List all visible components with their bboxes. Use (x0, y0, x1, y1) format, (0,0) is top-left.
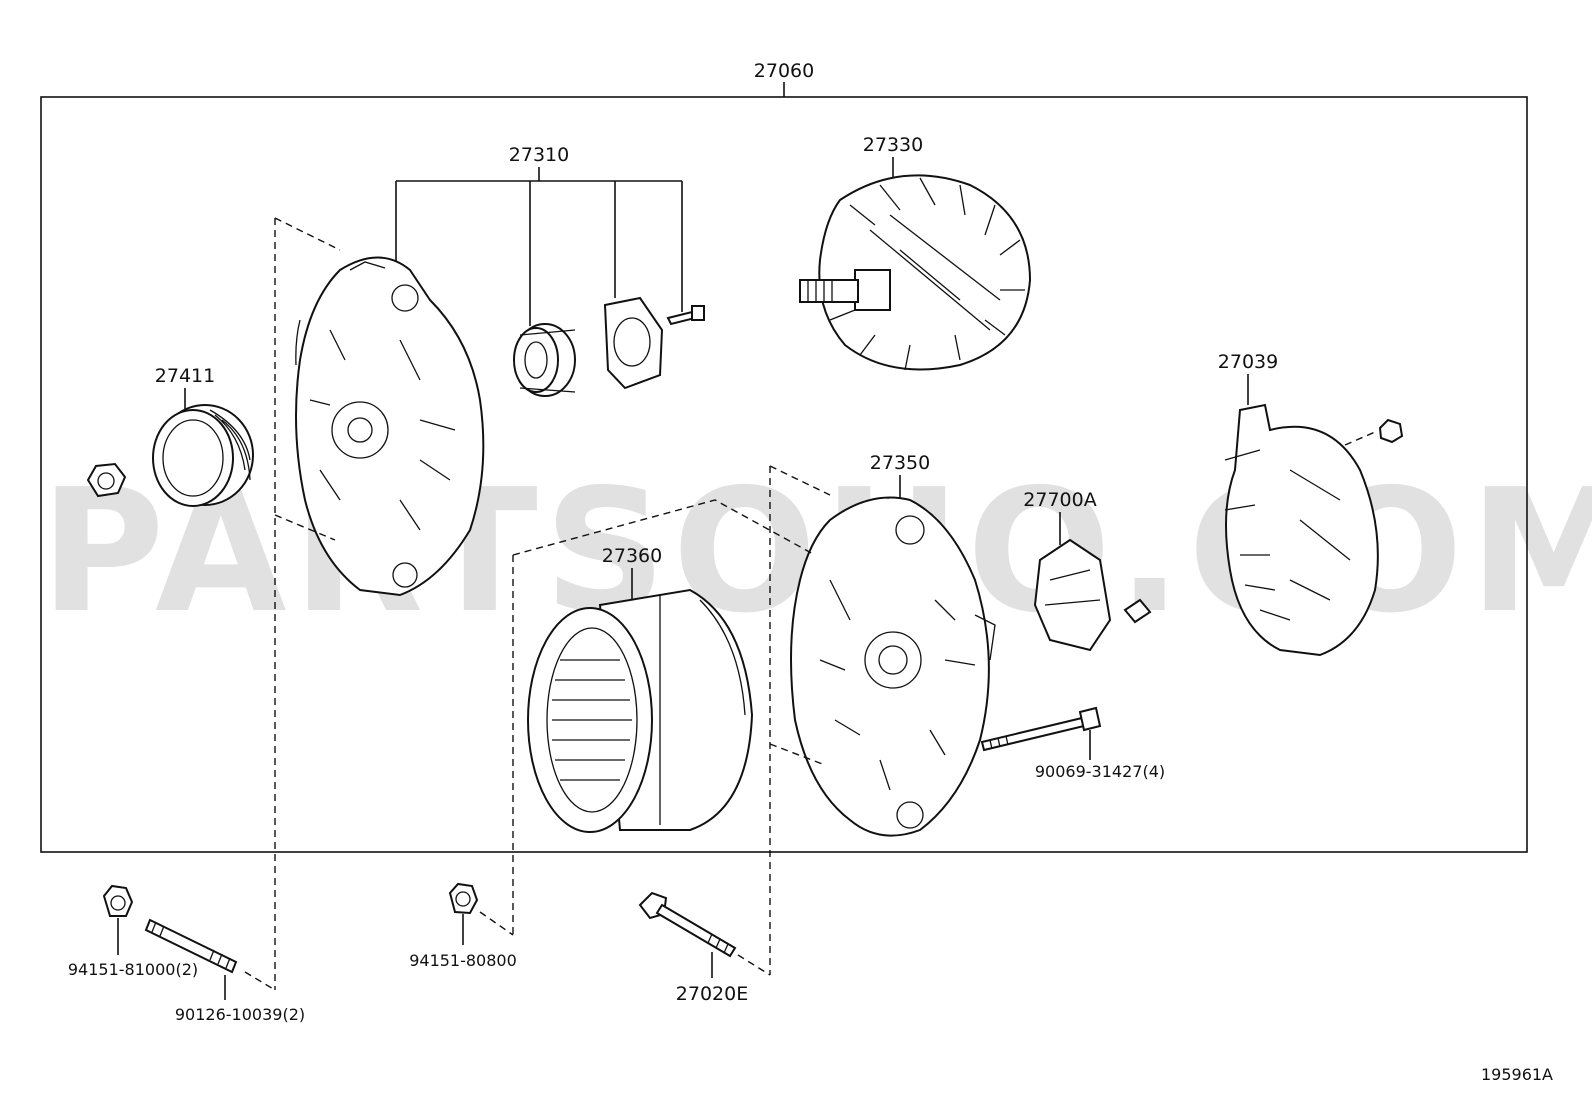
dash-stud (244, 971, 276, 991)
dash-terminal-bolt (737, 954, 771, 976)
dash-stator (512, 499, 816, 935)
label-27350[interactable]: 27350 (870, 452, 930, 474)
dash-rear-nut (1344, 431, 1376, 446)
bearing-retainer[interactable] (603, 296, 664, 390)
callout-rear-cover[interactable]: 27039 (1218, 351, 1278, 405)
rotor[interactable] (799, 174, 1032, 371)
stud[interactable] (144, 918, 238, 974)
brush-holder[interactable] (1033, 538, 1112, 652)
rear-cover-nut[interactable] (1378, 418, 1404, 444)
label-90069-31427[interactable]: 90069-31427(4) (1035, 762, 1165, 781)
dash-bracket (274, 217, 341, 990)
callout-stud[interactable]: 90126-10039(2) (175, 975, 305, 1024)
callout-brush-holder[interactable]: 27700A (1023, 489, 1097, 545)
label-27360[interactable]: 27360 (602, 545, 662, 567)
callout-through-bolt[interactable]: 90069-31427(4) (1035, 730, 1165, 781)
callout-bracket-drive-end[interactable]: 27310 (395, 144, 683, 326)
dash-end-frame (769, 465, 831, 975)
assembly-label[interactable]: 27060 (754, 60, 814, 82)
pulley[interactable] (152, 404, 254, 507)
pulley-nut[interactable] (86, 462, 127, 498)
terminal-bolt[interactable] (638, 891, 737, 958)
callout-stator[interactable]: 27360 (602, 545, 662, 600)
label-94151-80800[interactable]: 94151-80800 (409, 951, 517, 970)
rear-cover[interactable] (1224, 403, 1379, 657)
callout-nut-a[interactable]: 94151-81000(2) (68, 918, 198, 979)
nut-a[interactable] (102, 884, 134, 917)
label-90126-10039[interactable]: 90126-10039(2) (175, 1005, 305, 1024)
callout-pulley[interactable]: 27411 (155, 365, 215, 412)
bearing[interactable] (513, 323, 576, 397)
through-bolt[interactable] (980, 706, 1102, 752)
brush-holder-screw[interactable] (1123, 598, 1152, 624)
stator[interactable] (527, 588, 754, 833)
callout-nut-b[interactable]: 94151-80800 (409, 914, 517, 970)
label-94151-81000[interactable]: 94151-81000(2) (68, 960, 198, 979)
nut-b[interactable] (448, 882, 479, 915)
label-27330[interactable]: 27330 (863, 134, 923, 156)
label-27700A[interactable]: 27700A (1023, 489, 1096, 511)
label-27411[interactable]: 27411 (155, 365, 215, 387)
dash-nut-b (479, 911, 514, 936)
label-27039[interactable]: 27039 (1218, 351, 1278, 373)
rectifier-end-frame[interactable] (790, 496, 996, 837)
retainer-screw[interactable] (666, 305, 705, 326)
drive-end-bracket[interactable] (295, 256, 485, 597)
callout-terminal-bolt[interactable]: 27020E (676, 952, 748, 1005)
diagram-id: 195961A (1481, 1065, 1553, 1084)
label-27020E[interactable]: 27020E (676, 983, 748, 1005)
label-27310[interactable]: 27310 (509, 144, 569, 166)
